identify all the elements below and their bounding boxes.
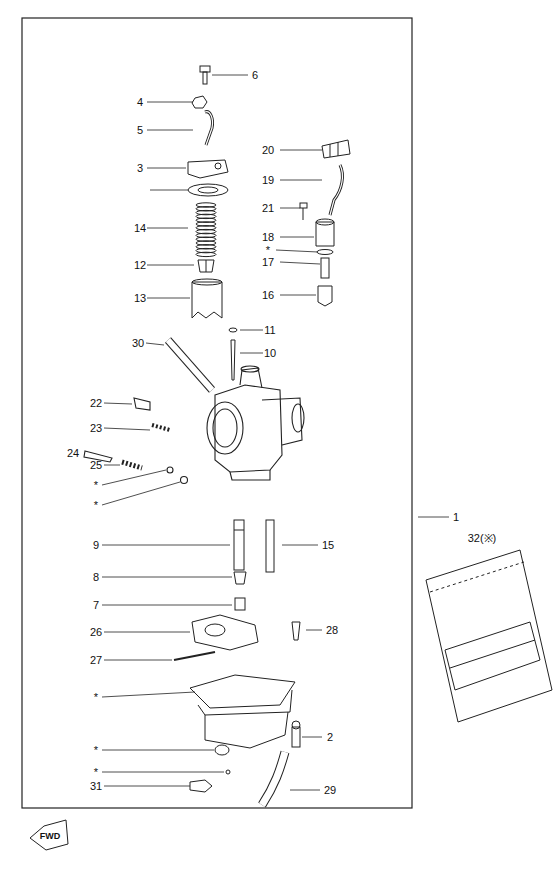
callout-number: 27 — [90, 655, 102, 666]
fwd-arrow — [30, 820, 68, 850]
return-spring — [196, 203, 216, 257]
callout-number: 6 — [252, 70, 258, 81]
callout-number: * — [94, 745, 98, 756]
callout-number: 29 — [324, 785, 336, 796]
callout-number: 32(※) — [468, 533, 497, 544]
callout-number: 18 — [262, 232, 274, 243]
choke-assembly — [300, 140, 350, 306]
callout-number: 14 — [134, 223, 146, 234]
callout-number: 13 — [134, 293, 146, 304]
callout-number: 7 — [93, 600, 99, 611]
callout-number: 24 — [67, 448, 79, 459]
frame — [22, 18, 412, 808]
spring-coil — [196, 252, 216, 256]
callout-number: * — [94, 480, 98, 491]
callout-number: 28 — [326, 625, 338, 636]
callout-number: 15 — [322, 540, 334, 551]
callout-number: 23 — [90, 423, 102, 434]
callout-number: 12 — [134, 260, 146, 271]
callout-number: 4 — [137, 97, 143, 108]
callout-number: 3 — [137, 163, 143, 174]
callout-number: 31 — [90, 781, 102, 792]
callout-number: 9 — [93, 540, 99, 551]
slide-parts — [168, 260, 237, 390]
callout-number: 1 — [453, 512, 459, 523]
jets — [234, 520, 274, 610]
callout-number: * — [266, 245, 270, 256]
callout-number: 30 — [132, 338, 144, 349]
callout-number: 20 — [262, 145, 274, 156]
slide-assembly — [188, 66, 228, 258]
callout-number: 16 — [262, 290, 274, 301]
float-assembly — [174, 615, 300, 805]
callout-number: 2 — [327, 732, 333, 743]
parts-bag — [426, 550, 552, 722]
callout-number: 11 — [264, 325, 275, 336]
callout-number: 26 — [90, 627, 102, 638]
leader-lines — [102, 75, 449, 790]
callout-number: 25 — [90, 460, 102, 471]
callout-number: * — [94, 692, 98, 703]
callout-number: 10 — [264, 348, 276, 359]
carburetor-body — [84, 366, 304, 484]
callout-number: 21 — [262, 203, 274, 214]
callout-number: 5 — [137, 125, 143, 136]
callout-number: 22 — [90, 398, 102, 409]
callout-number: 8 — [93, 572, 99, 583]
callout-number: * — [94, 500, 98, 511]
direction-label: FWD — [40, 832, 61, 841]
callout-number: 17 — [262, 257, 274, 268]
callout-number: * — [94, 767, 98, 778]
callout-number: 19 — [262, 175, 274, 186]
